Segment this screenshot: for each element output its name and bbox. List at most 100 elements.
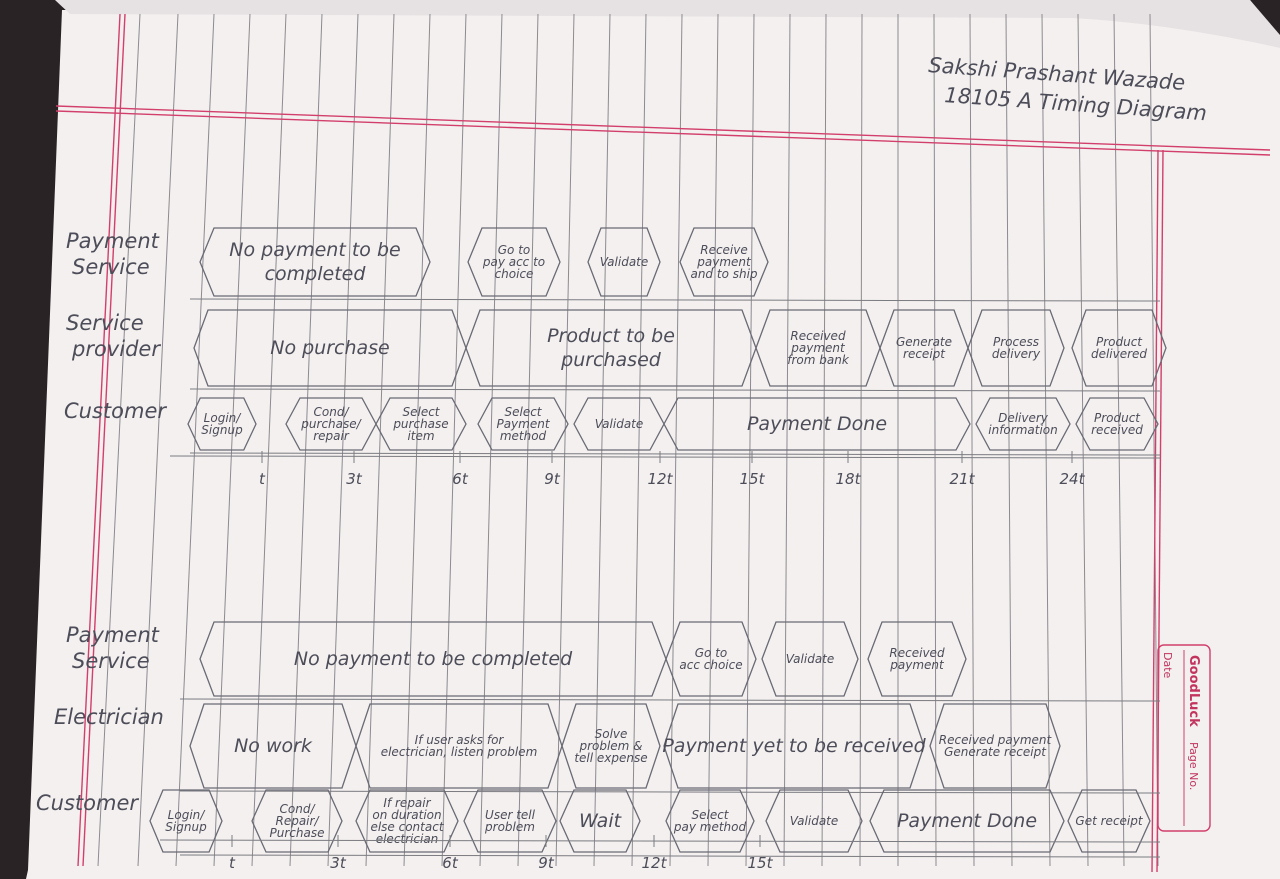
state-label: Cond/Repair/Purchase [270,802,325,840]
state-segment: Validate [587,227,661,297]
state-label-line: If repair [383,796,431,810]
state-label-line: received [1091,423,1143,437]
state-segment: Validate [765,789,863,853]
state-label-line: No payment to be completed [294,648,573,670]
tick-label: 12t [642,854,668,872]
state-label-line: Payment Done [747,413,887,435]
lane-baseline [179,698,1161,702]
tick-label: t [259,470,266,488]
state-label-line: Delivery [998,411,1049,425]
tick-label: 3t [330,854,347,872]
state-label-line: from bank [787,353,850,367]
tick-label: 18t [836,470,862,488]
brand-date-label: Date [1161,652,1174,679]
state-label-line: delivered [1091,347,1147,361]
lane-label-line: Electrician [54,705,164,729]
state-label-line: and to ship [690,267,757,281]
state-shape [765,789,863,853]
lane-label-line: Customer [36,791,139,815]
state-label: Validate [600,255,649,269]
state-label: No purchase [270,337,390,359]
state-label: Validate [786,652,835,666]
lane: Customer Login/Signup Cond/Repair/Purchase… [36,789,1151,853]
state-label-line: Select [691,808,729,822]
tick-label: 6t [452,470,469,488]
state-label: Wait [579,810,623,832]
tick-label: 9t [538,854,555,872]
axis-line [159,839,1161,843]
state-label-line: Validate [600,255,649,269]
brand-name: GoodLuck [1186,655,1201,727]
state-shape [761,621,859,697]
state-label-line: Received payment [939,733,1053,747]
state-label-line: payment [696,255,752,269]
lane-label-line: Payment [66,229,160,253]
state-label-line: If user asks for [415,733,505,747]
state-segment: Payment Done [663,397,971,451]
margin-lines [55,13,1271,873]
state-label-line: Solve [595,727,628,741]
state-label-line: electrician [376,832,439,846]
lane-label: Electrician [54,705,164,729]
state-label-line: purchase/ [300,417,362,431]
state-label-line: Process [993,335,1039,349]
lane-baseline [189,298,1161,302]
lane-label-line: Service [72,649,150,673]
state-shape [665,621,757,697]
state-shape [1071,309,1167,387]
state-label-line: No purchase [270,337,390,359]
lane-label-line: Service [72,255,150,279]
state-label-line: Product [1094,411,1141,425]
state-shape [1067,789,1151,853]
state-shape [663,703,925,789]
lane-baseline [179,854,1161,858]
state-label: Validate [595,417,644,431]
state-label-line: problem [484,820,535,834]
state-label-line: purchase [392,417,448,431]
paper-sheet [26,0,1280,879]
state-shape [149,789,223,853]
state-label-line: Product to be [547,325,675,347]
state-label: Payment Done [747,413,887,435]
state-label-line: Purchase [270,826,325,840]
state-label-line: Payment [496,417,550,431]
lane-label-line: provider [71,337,161,361]
state-shape [1075,397,1159,451]
state-segment: Login/Signup [149,789,223,853]
state-shape [251,789,343,853]
state-label-line: Product [1096,335,1143,349]
state-label-line: acc choice [679,658,742,672]
state-label-line: information [988,423,1057,437]
state-label-line: Select [504,405,542,419]
state-label: Get receipt [1075,814,1143,828]
state-label-line: Go to [498,243,531,257]
state-label: Cond/purchase/repair [300,405,362,443]
state-label-line: Validate [786,652,835,666]
lane-baseline [189,452,1161,456]
state-label-line: pay method [673,820,747,834]
state-shape [679,227,769,297]
